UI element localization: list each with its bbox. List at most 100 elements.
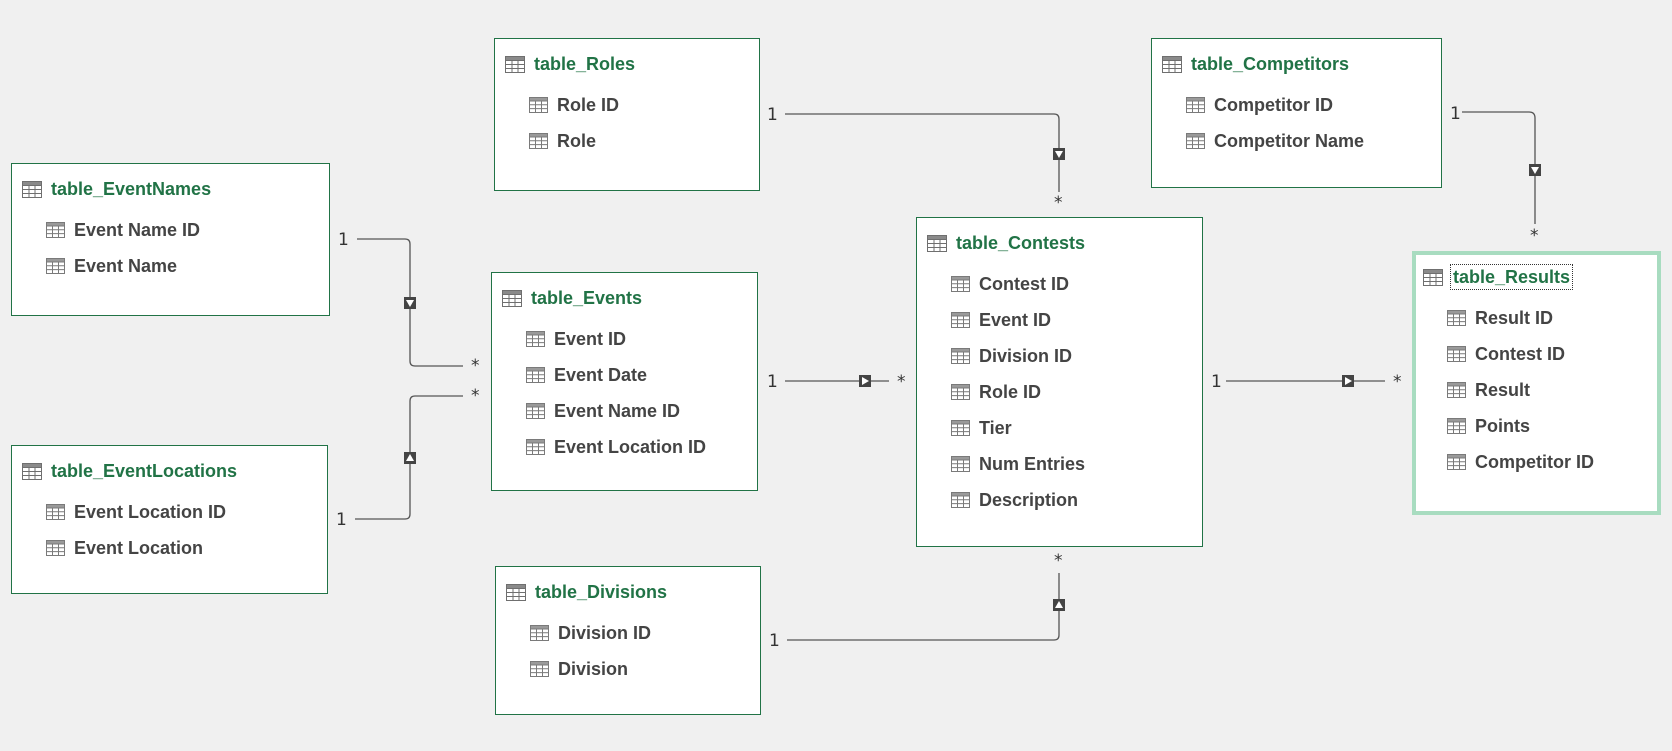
column-icon	[526, 331, 545, 347]
field-item[interactable]: Competitor ID	[1447, 444, 1594, 480]
cardinality-one: 1	[336, 510, 347, 530]
rel-line-divisions-contests	[787, 573, 1060, 641]
field-item[interactable]: Result ID	[1447, 300, 1594, 336]
column-icon	[526, 367, 545, 383]
field-item[interactable]: Role ID	[951, 374, 1085, 410]
table-header[interactable]: table_Contests	[927, 232, 1085, 254]
cardinality-many: *	[1054, 193, 1063, 213]
field-label: Division	[558, 658, 629, 679]
field-label: Event ID	[979, 309, 1052, 330]
table-header[interactable]: table_EventNames	[22, 178, 211, 200]
field-item[interactable]: Contest ID	[1447, 336, 1594, 372]
cardinality-many: *	[1530, 226, 1539, 246]
field-label: Division ID	[979, 345, 1073, 366]
cardinality-one: 1	[767, 372, 778, 392]
table-header[interactable]: table_Events	[502, 287, 642, 309]
field-item[interactable]: Contest ID	[951, 266, 1085, 302]
field-label: Num Entries	[979, 453, 1086, 474]
field-item[interactable]: Competitor Name	[1186, 123, 1364, 159]
cardinality-many: *	[1054, 551, 1063, 571]
field-label: Role ID	[557, 94, 620, 115]
table-header[interactable]: table_Roles	[505, 53, 635, 75]
table-title[interactable]: table_Competitors	[1191, 54, 1350, 74]
field-item[interactable]: Event Location	[46, 530, 226, 566]
field-label: Division ID	[558, 622, 652, 643]
table-header[interactable]: table_Results	[1423, 264, 1574, 290]
table-title[interactable]: table_Events	[531, 288, 643, 308]
field-item[interactable]: Description	[951, 482, 1085, 518]
field-label: Event Date	[554, 364, 648, 385]
field-label: Event Location	[74, 537, 204, 558]
field-list: Role ID Role	[529, 87, 619, 159]
field-list: Division ID Division	[530, 615, 651, 687]
table-icon	[502, 289, 522, 307]
field-list: Contest ID Event ID Division ID Role ID Tier…	[951, 266, 1085, 518]
field-label: Description	[979, 489, 1079, 510]
cardinality-one: 1	[769, 631, 780, 651]
field-item[interactable]: Num Entries	[951, 446, 1085, 482]
filter-direction-icon	[1053, 148, 1065, 160]
field-item[interactable]: Event Name ID	[526, 393, 706, 429]
table-header[interactable]: table_Divisions	[506, 581, 667, 603]
column-icon	[951, 456, 970, 472]
table-title[interactable]: table_Results	[1449, 264, 1574, 290]
table-icon	[505, 55, 525, 73]
field-item[interactable]: Competitor ID	[1186, 87, 1364, 123]
column-icon	[951, 312, 970, 328]
table-title[interactable]: table_EventNames	[51, 179, 212, 199]
cardinality-many: *	[471, 356, 480, 376]
column-icon	[1186, 97, 1205, 113]
table-title[interactable]: table_EventLocations	[51, 461, 238, 481]
cardinality-one: 1	[1211, 372, 1222, 392]
column-icon	[1447, 418, 1466, 434]
field-item[interactable]: Tier	[951, 410, 1085, 446]
field-item[interactable]: Division	[530, 651, 651, 687]
column-icon	[1447, 454, 1466, 470]
cardinality-one: 1	[338, 230, 349, 250]
field-item[interactable]: Event ID	[951, 302, 1085, 338]
field-item[interactable]: Division ID	[530, 615, 651, 651]
field-item[interactable]: Role	[529, 123, 619, 159]
cardinality-many: *	[1393, 372, 1402, 392]
field-item[interactable]: Event ID	[526, 321, 706, 357]
field-label: Tier	[979, 417, 1012, 438]
field-item[interactable]: Division ID	[951, 338, 1085, 374]
filter-direction-icon	[404, 297, 416, 309]
column-icon	[530, 625, 549, 641]
table-title[interactable]: table_Contests	[956, 233, 1086, 253]
table-header[interactable]: table_EventLocations	[22, 460, 237, 482]
field-label: Competitor ID	[1475, 451, 1594, 472]
column-icon	[1447, 382, 1466, 398]
field-item[interactable]: Event Name ID	[46, 212, 200, 248]
field-label: Contest ID	[979, 273, 1069, 294]
field-item[interactable]: Points	[1447, 408, 1594, 444]
field-label: Result	[1475, 379, 1531, 400]
rel-line-roles-contests	[785, 113, 1060, 192]
column-icon	[526, 403, 545, 419]
field-item[interactable]: Result	[1447, 372, 1594, 408]
column-icon	[951, 348, 970, 364]
field-item[interactable]: Event Name	[46, 248, 200, 284]
table-icon	[506, 583, 526, 601]
table-header[interactable]: table_Competitors	[1162, 53, 1349, 75]
table-title[interactable]: table_Divisions	[535, 582, 668, 602]
table-title[interactable]: table_Roles	[534, 54, 636, 74]
field-item[interactable]: Event Location ID	[46, 494, 226, 530]
field-item[interactable]: Event Date	[526, 357, 706, 393]
filter-direction-icon	[1053, 599, 1065, 611]
field-item[interactable]: Event Location ID	[526, 429, 706, 465]
field-item[interactable]: Role ID	[529, 87, 619, 123]
cardinality-one: 1	[1450, 104, 1461, 124]
